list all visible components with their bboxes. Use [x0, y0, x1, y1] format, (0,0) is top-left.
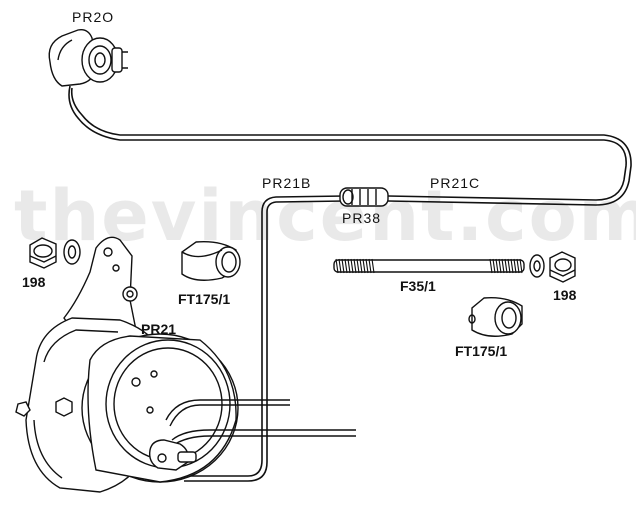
label-pr21c: PR21C [430, 175, 480, 191]
label-ft175-right: FT175/1 [455, 343, 507, 359]
thread-mark [338, 258, 342, 274]
thread-mark [362, 258, 366, 274]
thread-mark [513, 258, 517, 274]
pipe-pr21b [184, 195, 346, 482]
label-pr21b: PR21B [262, 175, 311, 191]
thread-mark [489, 258, 493, 274]
label-198-left: 198 [22, 274, 46, 290]
thread-mark [365, 258, 369, 274]
label-pr21: PR21 [141, 321, 176, 337]
thread-mark [492, 258, 496, 274]
thread-mark [495, 258, 499, 274]
thread-mark [344, 258, 348, 274]
thread-mark [510, 258, 514, 274]
thread-mark [507, 258, 511, 274]
label-f35: F35/1 [400, 278, 436, 294]
pr38-connector [339, 187, 389, 207]
pipe-pr21c [68, 85, 632, 206]
thread-mark [347, 258, 351, 274]
spindle-f35 [333, 258, 525, 274]
washer-right [529, 254, 545, 278]
thread-mark [501, 258, 505, 274]
thread-mark [516, 258, 520, 274]
label-ft175-left: FT175/1 [178, 291, 230, 307]
brake-assembly [15, 236, 356, 493]
label-pr38: PR38 [342, 210, 381, 226]
thread-mark [359, 258, 363, 274]
thread-mark [498, 258, 502, 274]
thread-mark [504, 258, 508, 274]
thread-mark [368, 258, 372, 274]
label-198-right: 198 [553, 287, 577, 303]
thread-mark [335, 258, 339, 274]
bush-ft175-left [181, 240, 241, 281]
washer-left [63, 239, 81, 265]
nut-198-right [549, 251, 576, 283]
thread-mark [371, 258, 375, 274]
nut-198-left [29, 237, 57, 269]
thread-mark [341, 258, 345, 274]
label-pr20: PR2O [72, 9, 114, 25]
thread-mark [353, 258, 357, 274]
thread-mark [350, 258, 354, 274]
pr20-union [48, 28, 128, 87]
thread-mark [356, 258, 360, 274]
bush-ft175-right [468, 296, 523, 337]
thread-mark [519, 258, 523, 274]
